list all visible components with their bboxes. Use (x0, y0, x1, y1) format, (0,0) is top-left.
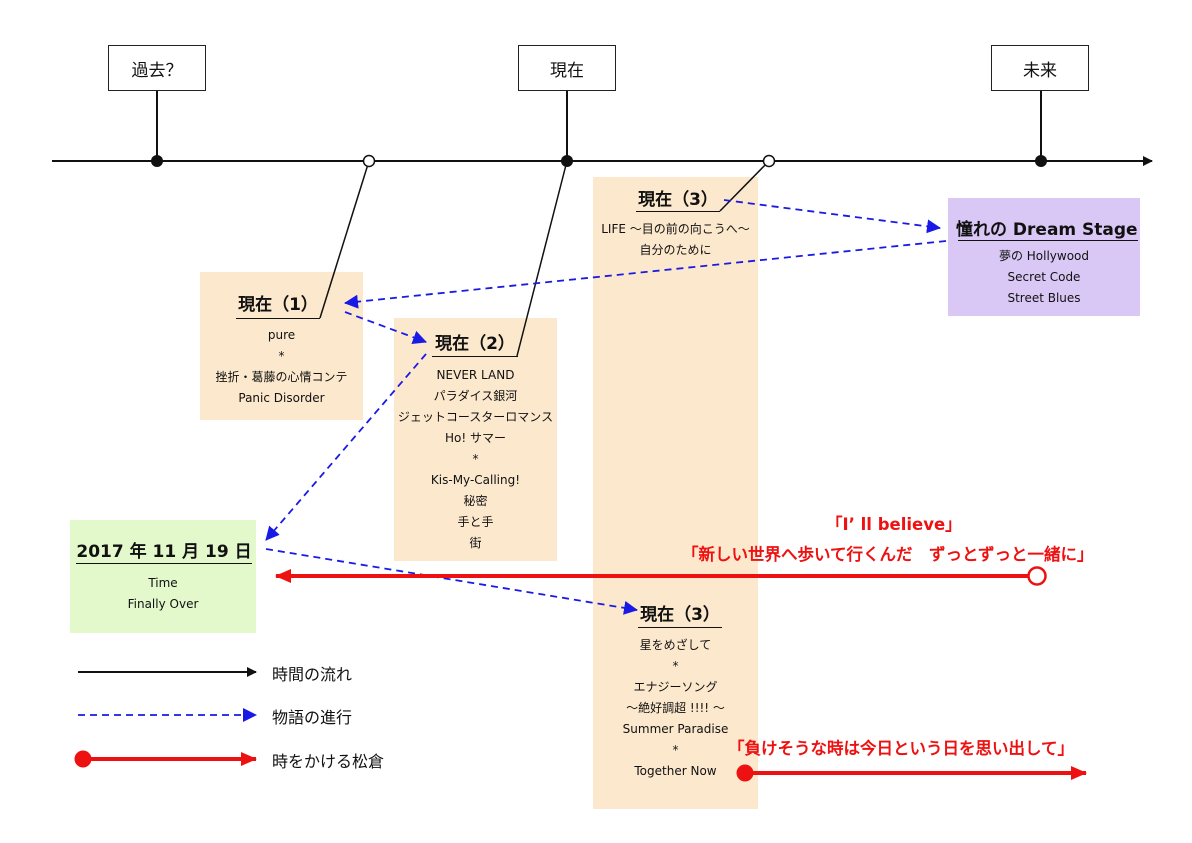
future-marker: 未来 (991, 45, 1089, 91)
present1-title: 現在（1） (238, 295, 318, 315)
song-item: 手と手 (457, 515, 494, 529)
date-box (70, 520, 256, 633)
song-item: Kis-My-Calling! (430, 473, 521, 487)
dream-stage-title: 憧れの Dream Stage (956, 220, 1138, 240)
song-item: 星をめざして (639, 638, 712, 652)
red-start-dot (736, 764, 754, 782)
date-underline (76, 563, 252, 564)
present-marker: 現在 (518, 45, 616, 91)
song-item: パラダイス銀河 (433, 389, 518, 403)
song-item: Together Now (634, 764, 717, 778)
song-item: 街 (469, 536, 482, 550)
present-marker-label: 現在 (550, 60, 584, 81)
story-arrow-present1-to-present2 (344, 311, 427, 345)
song-item: * (472, 452, 479, 466)
present1-leader (319, 160, 370, 319)
present2-title: 現在（2） (435, 334, 515, 354)
song-item: * (672, 659, 679, 673)
song-item: Summer Paradise (622, 722, 729, 736)
present3-bottom-songs: 星をめざして * エナジーソング 〜絶好調超 !!!! 〜 Summer Par… (593, 635, 758, 782)
present3-top-title: 現在（3） (638, 190, 718, 210)
song-item: 秘密 (463, 494, 488, 508)
song-item: Time (148, 576, 178, 590)
song-item: ジェットコースターロマンス (397, 410, 554, 424)
story-arrow-dream-to-present1 (344, 240, 947, 309)
story-arrow-date-to-present3 (265, 548, 638, 615)
song-item: エナジーソング (633, 680, 718, 694)
dream-stage-underline (958, 240, 1138, 241)
legend-red-label: 時をかける松倉 (272, 752, 385, 771)
song-item: 〜絶好調超 !!!! 〜 (626, 701, 725, 715)
song-item: Ho! サマー (445, 431, 506, 445)
present3-leader (719, 160, 770, 212)
present3-dot (762, 154, 776, 168)
date-title: 2017 年 11 月 19 日 (76, 542, 252, 562)
present2-songs: NEVER LAND パラダイス銀河 ジェットコースターロマンス Ho! サマー… (394, 365, 557, 554)
present1-songs: pure * 挫折・葛藤の心情コンテ Panic Disorder (200, 325, 363, 409)
present1-box (200, 272, 363, 420)
legend-story-label: 物語の進行 (272, 708, 353, 727)
present-dot (561, 155, 573, 167)
present3-top-songs: LIFE 〜目の前の向こうへ〜 自分のために (593, 219, 758, 261)
present3-top-underline (636, 211, 720, 212)
song-item: 自分のために (639, 243, 712, 257)
song-item: 夢の Hollywood (998, 249, 1090, 263)
song-item: NEVER LAND (436, 368, 515, 382)
present3-bottom-title: 現在（3） (640, 605, 720, 625)
present3-bottom-underline (638, 627, 722, 628)
present1-underline (236, 318, 320, 319)
song-item: 挫折・葛藤の心情コンテ (215, 370, 348, 384)
future-marker-label: 未来 (1023, 60, 1057, 81)
story-arrow-present2-to-date (265, 353, 427, 541)
past-marker: 過去？ (108, 45, 206, 91)
present3-column (593, 177, 758, 809)
red-origin-circle (1027, 566, 1047, 586)
song-item: LIFE 〜目の前の向こうへ〜 (601, 222, 750, 236)
song-item: Finally Over (127, 597, 199, 611)
song-item: Panic Disorder (238, 391, 325, 405)
quote-ill-believe: 「I’ ll believe」 (826, 515, 962, 534)
present2-underline (432, 356, 518, 357)
legend-time-label: 時間の流れ (272, 665, 353, 684)
present2-leader (516, 160, 568, 357)
song-item: pure (267, 328, 296, 342)
date-songs: Time Finally Over (70, 573, 256, 615)
story-arrow-present3-to-dream (723, 199, 941, 234)
dream-stage-box (948, 198, 1140, 316)
quote-together-forever: 「新しい世界へ歩いて行くんだ ずっとずっと一緒に」 (682, 545, 1094, 564)
legend-red-dot (74, 750, 92, 768)
quote-remember-today: 「負けそうな時は今日という日を思い出して」 (728, 739, 1075, 758)
song-item: * (672, 743, 679, 757)
song-item: * (278, 349, 285, 363)
dream-stage-songs: 夢の Hollywood Secret Code Street Blues (948, 246, 1140, 309)
past-marker-label: 過去？ (131, 60, 183, 81)
future-dot (1035, 155, 1047, 167)
present1-dot (362, 154, 376, 168)
song-item: Street Blues (1007, 291, 1081, 305)
song-item: Secret Code (1007, 270, 1081, 284)
past-dot (151, 155, 163, 167)
